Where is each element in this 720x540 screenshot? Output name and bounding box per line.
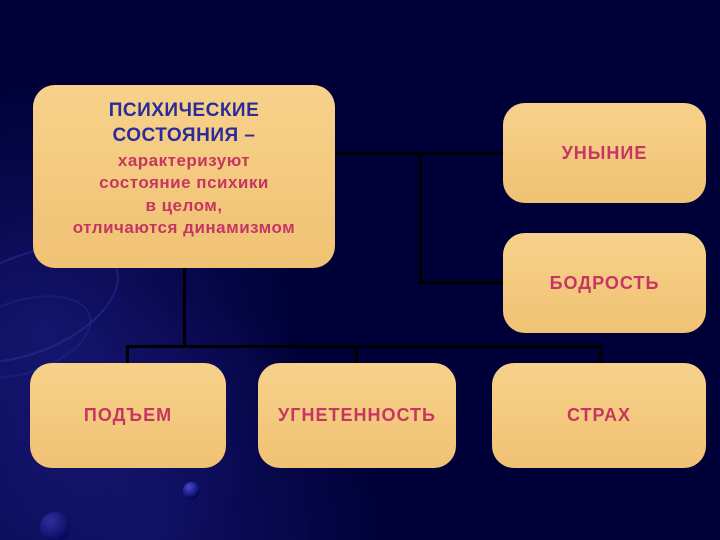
- node-label: УНЫНИЕ: [561, 142, 648, 163]
- node-label: УГНЕТЕННОСТЬ: [278, 405, 436, 425]
- node-ugnetennost: УГНЕТЕННОСТЬ: [258, 363, 456, 468]
- connector-main-down: [183, 268, 186, 348]
- connector-bottom-horizontal: [126, 345, 602, 348]
- node-bodrost: БОДРОСТЬ: [503, 233, 706, 333]
- connector-vertical-right: [419, 152, 422, 284]
- main-box-body: характеризуют состояние психики в целом,…: [72, 151, 296, 237]
- connector-stub-ugnetennost: [355, 345, 358, 365]
- node-podem: ПОДЪЕМ: [30, 363, 226, 468]
- main-box-title: ПСИХИЧЕСКИЕ СОСТОЯНИЯ –: [108, 100, 260, 146]
- connector-to-bodrost: [419, 281, 503, 284]
- node-label: БОДРОСТЬ: [549, 272, 660, 293]
- connector-stub-podem: [126, 345, 129, 365]
- corner-sphere-decoration: [40, 512, 70, 540]
- connector-stub-strah: [599, 345, 602, 365]
- bullet-sphere-decoration: [183, 482, 200, 499]
- node-label: ПОДЪЕМ: [83, 405, 173, 425]
- node-unynie: УНЫНИЕ: [503, 103, 706, 203]
- node-strah: СТРАХ: [492, 363, 706, 468]
- node-psychic-states: ПСИХИЧЕСКИЕ СОСТОЯНИЯ – характеризуют со…: [33, 85, 335, 268]
- node-label: СТРАХ: [567, 405, 631, 425]
